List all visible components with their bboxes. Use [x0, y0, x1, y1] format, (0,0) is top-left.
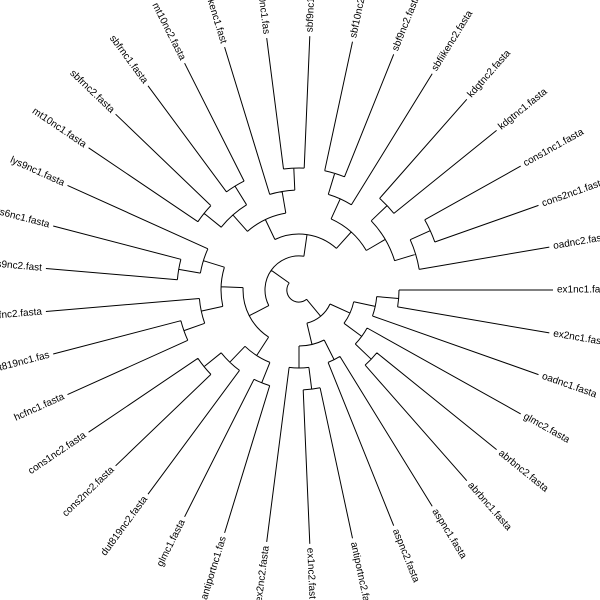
leaf-label: sbf9nc1.fast [305, 0, 318, 32]
leaf-label: mt10nc2.fasta [149, 1, 187, 62]
leaf-label: oadnc2.fasta [552, 231, 600, 252]
leaf-label: cons2nc2.fasta [60, 464, 116, 519]
leaf-label: sbf9nc2.fasta [390, 0, 423, 53]
leaf-label: aspnc2.fasta [390, 527, 422, 584]
leaf-label: sbfiikenc1.fast [200, 0, 229, 45]
leaf-label: hcfnc1.fasta [13, 391, 67, 423]
leaf-label: sbf10nc1.fas [253, 0, 271, 35]
leaf-label: dut819nc2.fasta [99, 494, 150, 558]
leaf-label: ex1nc1.fasta [557, 285, 600, 296]
leaf-label: mt10nc1.fasta [30, 106, 89, 151]
leaf-label: cons2nc1.fasta [541, 176, 600, 209]
leaf-label: abrbnc2.fasta [496, 448, 550, 495]
leaf-label: ex2nc1.fasta [552, 328, 600, 348]
leaf-label: kdgtnc2.fasta [465, 48, 513, 100]
leaf-label: ex2nc2.fasta [254, 545, 272, 600]
leaf-label: glmc2.fasta [521, 411, 571, 446]
leaf-label: aspnc1.fasta [429, 507, 468, 561]
leaf-label: cons1nc1.fasta [522, 127, 586, 170]
leaf-label: kdgtnc1.fasta [496, 86, 550, 132]
leaf-label: sbfiikenc2.fasta [430, 8, 476, 73]
leaf-label: sbfrnc1.fasta [107, 33, 150, 86]
leaf-label: antiportnc2.fa [348, 541, 372, 600]
leaf-label: lys9nc2.fast [0, 258, 43, 273]
leaf-label: sbfrnc2.fasta [67, 68, 116, 116]
leaf-label: antiportnc1.fas [199, 535, 229, 600]
leaf-label: oadnc1.fasta [540, 371, 598, 401]
leaf-label: cons1nc2.fasta [26, 430, 88, 477]
leaf-label: abrbnc1.fasta [465, 480, 514, 533]
leaf-label: lys6nc1.fasta [0, 205, 51, 230]
leaf-label: lys9nc1.fasta [8, 155, 66, 189]
tree-branches [45, 36, 553, 544]
leaf-label: dut819nc1.fas [0, 350, 51, 376]
leaf-label: ex1nc2.fast [304, 548, 317, 600]
leaf-label: sbf10nc2.fast [348, 0, 371, 39]
leaf-label: hcfnc2.fasta [0, 307, 43, 323]
leaf-label: glmc1.fasta [155, 518, 188, 569]
